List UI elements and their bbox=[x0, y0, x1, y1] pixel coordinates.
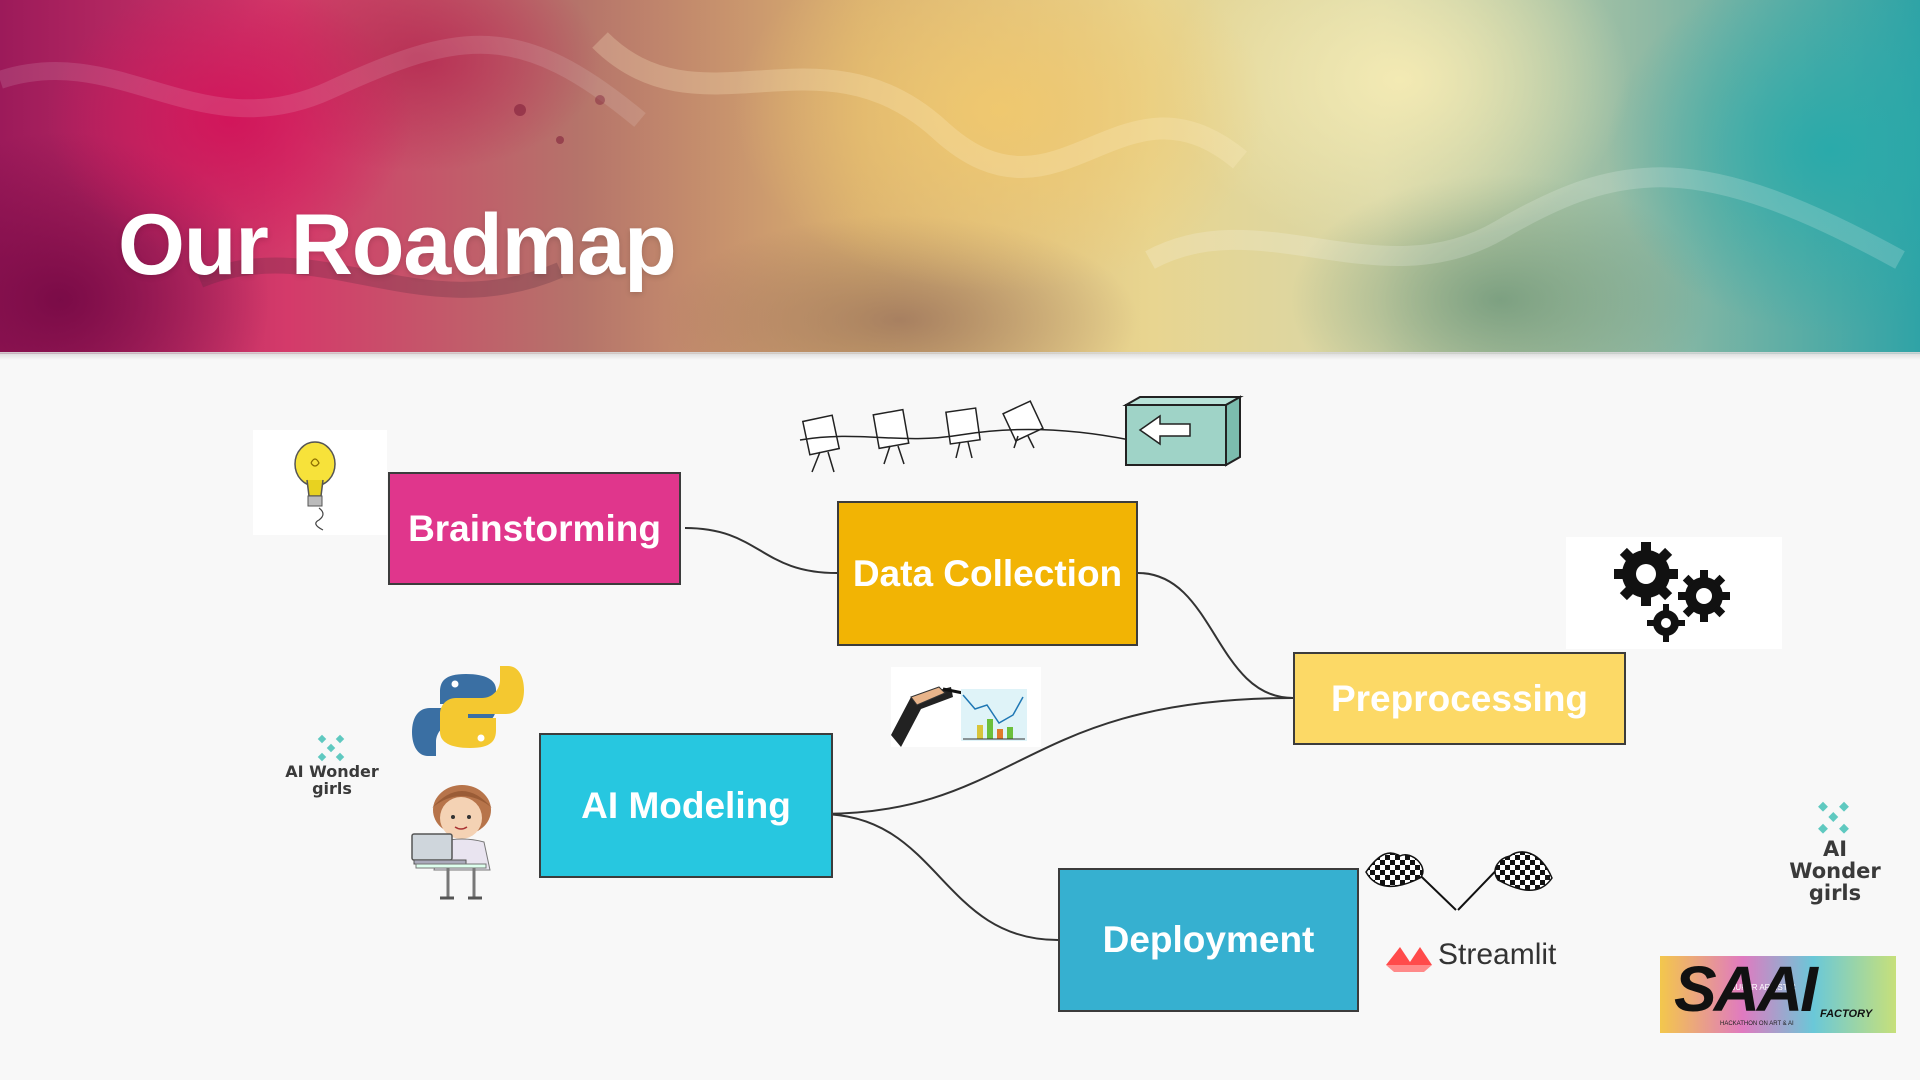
edge-preprocessing-ai-modeling bbox=[819, 697, 1294, 815]
node-preprocessing[interactable]: Preprocessing bbox=[1293, 652, 1626, 745]
logo-text-line2: girls bbox=[312, 778, 352, 798]
node-brainstorming[interactable]: Brainstorming bbox=[388, 472, 681, 585]
node-data-collection[interactable]: Data Collection bbox=[837, 501, 1138, 646]
gears-icon bbox=[1566, 537, 1782, 649]
logo-text-line2: girls bbox=[1808, 881, 1862, 906]
saai-text: SAAI bbox=[1674, 956, 1818, 1025]
node-label: Deployment bbox=[1102, 919, 1315, 960]
header-banner: Our Roadmap bbox=[0, 0, 1920, 354]
ai-wonder-girls-logo-left: AI Wonder girls bbox=[282, 734, 382, 798]
lightbulb-icon bbox=[253, 430, 387, 535]
dna-icon bbox=[1818, 801, 1849, 834]
saai-factory-logo: SUPER ARTISTIC SAAI FACTORY HACKATHON ON… bbox=[1660, 956, 1896, 1033]
node-label: Brainstorming bbox=[408, 507, 661, 549]
node-ai-modeling[interactable]: AI Modeling bbox=[539, 733, 833, 878]
logo-text-line1: AI Wonder bbox=[285, 762, 379, 781]
node-label: Preprocessing bbox=[1330, 677, 1589, 719]
ai-wonder-girls-logo-right: AI Wonder girls bbox=[1780, 800, 1890, 904]
dna-icon bbox=[317, 734, 345, 762]
saai-top-text: SUPER ARTISTIC bbox=[1730, 983, 1796, 992]
node-label: AI Modeling bbox=[581, 784, 791, 826]
saai-subtitle: HACKATHON ON ART & AI bbox=[1720, 1021, 1794, 1027]
banner-shadow bbox=[0, 352, 1920, 360]
drawing-chart-icon bbox=[891, 667, 1041, 747]
streamlit-label: Streamlit bbox=[1438, 938, 1557, 971]
edge-ai-modeling-deployment bbox=[819, 813, 1059, 941]
page-title: Our Roadmap bbox=[118, 197, 677, 293]
logo-text-line1: AI Wonder bbox=[1789, 837, 1881, 884]
banner-texture bbox=[0, 32, 1905, 298]
saai-factory-text: FACTORY bbox=[1820, 1008, 1873, 1020]
edge-brainstorming-data-collection bbox=[684, 527, 838, 574]
node-label: Data Collection bbox=[852, 552, 1123, 594]
edge-data-collection-preprocessing bbox=[1137, 572, 1294, 699]
node-deployment[interactable]: Deployment bbox=[1058, 868, 1359, 1012]
